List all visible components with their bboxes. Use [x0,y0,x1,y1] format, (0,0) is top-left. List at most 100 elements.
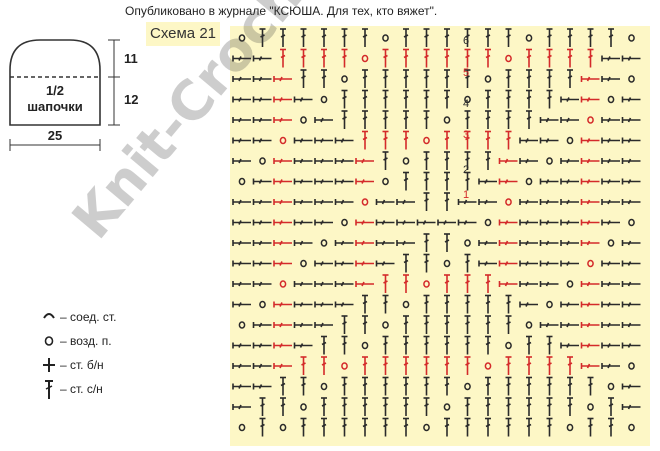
double-crochet-symbol [621,158,641,164]
double-crochet-symbol [539,199,559,205]
double-crochet-symbol [382,356,389,375]
double-crochet-symbol [293,178,313,185]
double-crochet-icon [45,380,53,399]
double-crochet-symbol [485,151,491,170]
double-crochet-symbol [621,383,641,390]
double-crochet-symbol [505,315,512,334]
chain-symbol [628,34,635,42]
double-crochet-symbol [567,28,573,47]
double-crochet-symbol [560,178,579,185]
double-crochet-symbol [293,137,313,144]
chain-symbol [238,177,246,186]
double-crochet-symbol [334,260,354,267]
chain-symbol [361,54,369,63]
round-label: 6 [463,35,469,47]
double-crochet-symbol [464,356,471,375]
legend-text: – возд. п. [60,334,112,348]
chain-symbol [320,239,328,247]
double-crochet-symbol [334,301,354,308]
chain-symbol [402,157,410,165]
double-crochet-symbol [560,96,579,103]
double-crochet-symbol [464,28,471,47]
double-crochet-symbol [293,322,313,328]
double-crochet-symbol [567,69,573,88]
double-crochet-symbol [519,260,538,267]
double-crochet-symbol [273,301,292,308]
double-crochet-symbol [403,110,409,129]
double-crochet-symbol [601,55,620,62]
double-crochet-symbol [444,48,450,68]
single-crochet-icon [43,358,55,372]
chain-symbol [300,116,307,124]
double-crochet-symbol [621,137,641,144]
double-crochet-symbol [259,397,266,416]
double-crochet-symbol [546,28,553,47]
double-crochet-symbol [252,240,272,246]
double-crochet-symbol [341,315,348,334]
legend-item-double-crochet: – ст. с/н [40,378,200,402]
round-label: 3 [463,129,469,141]
double-crochet-symbol [300,417,307,437]
double-crochet-symbol [567,356,573,375]
double-crochet-symbol [423,233,430,252]
double-crochet-symbol [464,151,471,170]
double-crochet-symbol [300,28,307,47]
double-crochet-symbol [560,322,579,328]
double-crochet-symbol [382,69,389,88]
double-crochet-symbol [601,199,620,205]
double-crochet-symbol [403,274,409,293]
double-crochet-symbol [321,397,327,416]
double-crochet-symbol [580,240,600,246]
round-label: 1 [463,189,469,201]
double-crochet-symbol [464,253,471,273]
double-crochet-symbol [580,158,600,164]
chain-symbol [607,382,615,391]
double-crochet-symbol [382,151,389,170]
double-crochet-symbol [355,240,374,246]
double-crochet-symbol [498,219,518,226]
double-crochet-symbol [444,417,450,437]
double-crochet-symbol [498,240,518,246]
double-crochet-symbol [546,48,553,68]
double-crochet-symbol [601,137,620,144]
double-crochet-symbol [314,158,333,164]
double-crochet-symbol [621,178,641,185]
chain-symbol [300,403,307,411]
double-crochet-symbol [519,219,538,226]
double-crochet-symbol [403,376,409,396]
double-crochet-symbol [423,335,430,355]
chain-symbol [484,75,492,83]
double-crochet-symbol [464,69,471,88]
legend-text: – соед. ст. [60,310,117,324]
chain-symbol [279,280,287,288]
double-crochet-symbol [334,158,354,164]
double-crochet-symbol [526,397,532,416]
double-crochet-symbol [601,76,620,82]
double-crochet-symbol [355,158,374,164]
double-crochet-symbol [621,117,641,123]
double-crochet-symbol [601,363,620,369]
double-crochet-symbol [519,301,538,308]
double-crochet-symbol [580,219,600,226]
published-header: Опубликовано в журнале "КСЮША. Для тех, … [125,4,438,18]
double-crochet-symbol [314,301,333,308]
double-crochet-symbol [587,28,594,47]
double-crochet-symbol [444,130,450,150]
double-crochet-symbol [601,342,620,349]
chain-symbol [628,218,635,227]
double-crochet-symbol [341,417,348,437]
double-crochet-symbol [382,89,389,109]
chain-symbol [628,362,635,370]
double-crochet-symbol [464,315,471,334]
double-crochet-symbol [232,240,251,246]
double-crochet-symbol [341,397,348,416]
chain-symbol [505,198,512,206]
double-crochet-symbol [539,137,559,144]
double-crochet-symbol [485,397,491,416]
chain-symbol [587,403,594,411]
double-crochet-symbol [601,322,620,328]
double-crochet-symbol [252,322,272,328]
double-crochet-symbol [567,376,573,396]
